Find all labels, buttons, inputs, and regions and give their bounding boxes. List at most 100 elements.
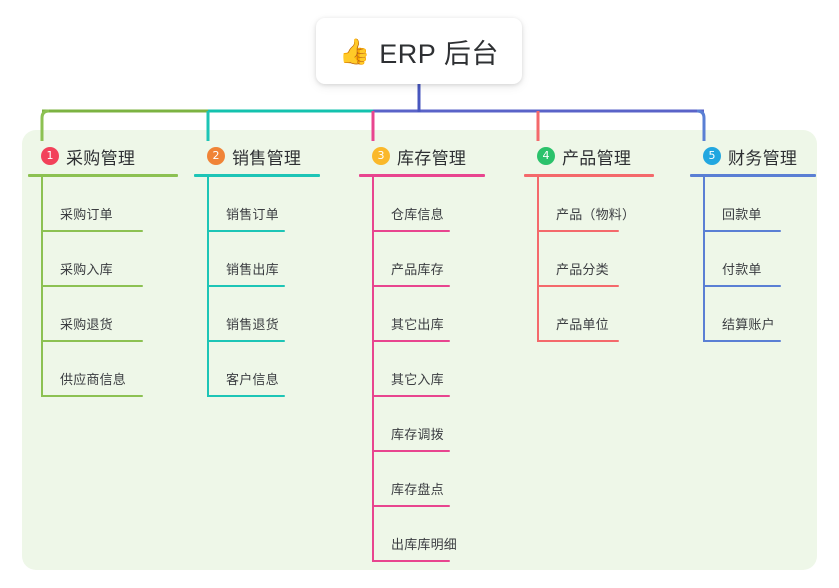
branch-title: 库存管理 [397,148,467,168]
branch-item-list: 销售订单销售出库销售退货客户信息 [194,177,320,397]
branch-number-badge: 2 [207,147,225,165]
branch-item[interactable]: 销售退货 [207,287,320,342]
branch-item[interactable]: 其它出库 [372,287,485,342]
thumbs-up-icon: 👍 [339,36,371,66]
branch-item-label: 其它入库 [391,372,444,387]
branch-title: 销售管理 [232,148,302,168]
branch-item[interactable]: 其它入库 [372,342,485,397]
branch-item-rule [41,285,143,287]
branch-item[interactable]: 采购入库 [41,232,178,287]
branch-item-rule [537,230,619,232]
branch-stem [372,177,374,562]
branch-item[interactable]: 供应商信息 [41,342,178,397]
branch-item[interactable]: 仓库信息 [372,177,485,232]
branch-item-rule [703,285,781,287]
branch-item-label: 销售出库 [226,262,279,277]
branch-header-rule [359,174,485,177]
branch-item-list: 仓库信息产品库存其它出库其它入库库存调拨库存盘点出库库明细 [359,177,485,562]
branch-header-4[interactable]: 4 产品管理 [524,143,654,169]
root-node[interactable]: 👍 ERP 后台 [316,18,522,84]
branch-title: 财务管理 [728,148,798,168]
branch-item-rule [372,340,450,342]
branch-header-rule [524,174,654,177]
branch-item-label: 库存盘点 [391,482,444,497]
branch-title: 采购管理 [66,148,136,168]
branch-item-rule [372,560,450,562]
branch-number-badge: 3 [372,147,390,165]
branch-item-rule [537,340,619,342]
branch-item-rule [372,395,450,397]
branch-item[interactable]: 销售出库 [207,232,320,287]
branch-item-label: 销售退货 [226,317,279,332]
branch-item-label: 结算账户 [722,317,775,332]
branch-column-5: 5 财务管理回款单付款单结算账户 [690,143,816,342]
branch-item-label: 产品单位 [556,317,609,332]
branch-header-3[interactable]: 3 库存管理 [359,143,485,169]
branch-item-rule [537,285,619,287]
branch-item-rule [41,230,143,232]
branch-item-label: 产品库存 [391,262,444,277]
branch-column-1: 1 采购管理采购订单采购入库采购退货供应商信息 [28,143,178,397]
branch-header-2[interactable]: 2 销售管理 [194,143,320,169]
branch-item[interactable]: 付款单 [703,232,816,287]
branch-header-5[interactable]: 5 财务管理 [690,143,816,169]
branch-item-label: 出库库明细 [391,537,458,552]
branch-item-label: 采购退货 [60,317,113,332]
branch-item-label: 产品分类 [556,262,609,277]
branch-item[interactable]: 产品分类 [537,232,654,287]
branch-item-rule [372,230,450,232]
branch-item-label: 采购订单 [60,207,113,222]
branch-stem [207,177,209,397]
branch-item-rule [703,340,781,342]
branch-item-label: 付款单 [722,262,762,277]
branch-title: 产品管理 [562,148,632,168]
branch-item[interactable]: 产品库存 [372,232,485,287]
branch-item-list: 采购订单采购入库采购退货供应商信息 [28,177,178,397]
branch-item-rule [207,395,285,397]
branch-stem [703,177,705,342]
branch-item-rule [41,395,143,397]
branch-item-rule [207,285,285,287]
branch-item[interactable]: 销售订单 [207,177,320,232]
branch-item[interactable]: 产品（物料） [537,177,654,232]
branch-item[interactable]: 产品单位 [537,287,654,342]
branch-item-label: 供应商信息 [60,372,127,387]
branch-item-list: 产品（物料） 产品分类产品单位 [524,177,654,342]
branch-item-rule [372,505,450,507]
branch-item[interactable]: 采购订单 [41,177,178,232]
branch-column-2: 2 销售管理销售订单销售出库销售退货客户信息 [194,143,320,397]
branch-item-rule [207,230,285,232]
branch-item[interactable]: 出库库明细 [372,507,485,562]
branch-item-label: 产品（物料） [556,207,636,222]
branch-item-label: 仓库信息 [391,207,444,222]
branch-item-rule [372,450,450,452]
branch-column-4: 4 产品管理产品（物料） 产品分类产品单位 [524,143,654,342]
branch-header-1[interactable]: 1 采购管理 [28,143,178,169]
branch-item[interactable]: 采购退货 [41,287,178,342]
branch-item-rule [207,340,285,342]
branch-item[interactable]: 库存调拨 [372,397,485,452]
branch-stem [41,177,43,397]
branch-item-label: 采购入库 [60,262,113,277]
branch-header-rule [194,174,320,177]
branch-item[interactable]: 回款单 [703,177,816,232]
branch-item[interactable]: 库存盘点 [372,452,485,507]
branch-item[interactable]: 结算账户 [703,287,816,342]
branch-item[interactable]: 客户信息 [207,342,320,397]
root-title: ERP 后台 [379,38,499,69]
branch-item-label: 客户信息 [226,372,279,387]
branch-item-rule [372,285,450,287]
root-node-content: 👍 ERP 后台 [339,32,499,71]
branch-item-label: 库存调拨 [391,427,444,442]
branch-number-badge: 5 [703,147,721,165]
branch-item-list: 回款单付款单结算账户 [690,177,816,342]
branch-item-rule [703,230,781,232]
branch-header-rule [690,174,816,177]
branches-panel [22,130,817,570]
branch-item-label: 回款单 [722,207,762,222]
branch-number-badge: 1 [41,147,59,165]
branch-number-badge: 4 [537,147,555,165]
branch-column-3: 3 库存管理仓库信息产品库存其它出库其它入库库存调拨库存盘点出库库明细 [359,143,485,562]
